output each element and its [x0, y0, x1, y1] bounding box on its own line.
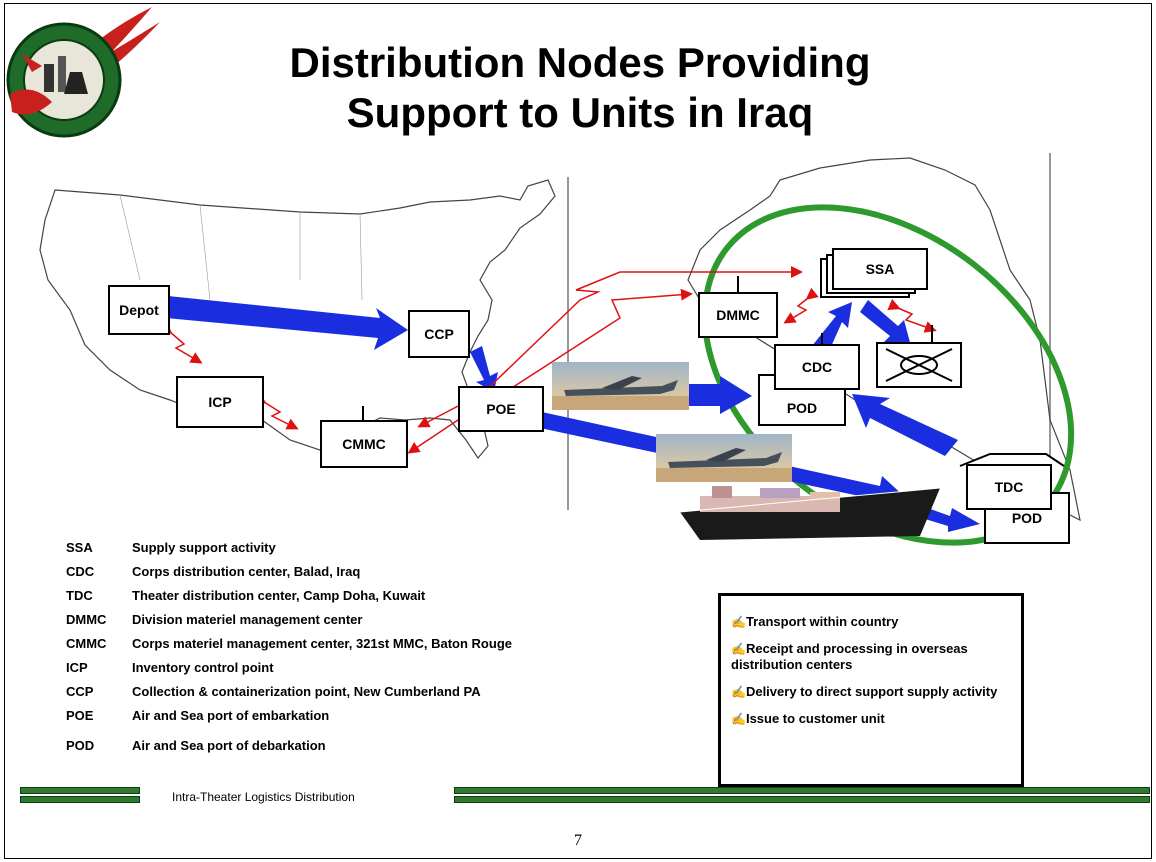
- legend-desc: Air and Sea port of debarkation: [132, 738, 326, 753]
- cargo-aircraft-icon: [656, 434, 792, 482]
- legend-row: SSA Supply support activity: [66, 540, 276, 555]
- footer-bar: [454, 796, 1150, 803]
- legend-desc: Inventory control point: [132, 660, 274, 675]
- page-number: 7: [574, 832, 582, 849]
- legend-abbr: CCP: [66, 684, 94, 699]
- legend-abbr: TDC: [66, 588, 93, 603]
- legend-row: TDC Theater distribution center, Camp Doh…: [66, 588, 425, 603]
- state-lines: [119, 194, 363, 301]
- footer-bar: [454, 787, 1150, 794]
- tdc-tent-roof: [959, 453, 1065, 467]
- poe-node: POE: [458, 386, 544, 432]
- info-links: [159, 266, 937, 454]
- ccp-node: CCP: [408, 310, 470, 358]
- check-mark-icon: ✍: [731, 685, 746, 699]
- legend-desc: Division materiel management center: [132, 612, 363, 627]
- cmmc-node: CMMC: [320, 420, 408, 468]
- legend-row: DMMC Division materiel management center: [66, 612, 362, 627]
- legend-abbr: ICP: [66, 660, 88, 675]
- task-text: Delivery to direct support supply activi…: [745, 684, 998, 699]
- footer-bar: [20, 787, 140, 794]
- legend-abbr: CMMC: [66, 636, 107, 651]
- flow-arrow-depot-ccp: [166, 296, 408, 350]
- ssa-node: SSA: [832, 248, 928, 290]
- title-line-2: Support to Units in Iraq: [346, 89, 814, 136]
- legend-row: CDC Corps distribution center, Balad, Ira…: [66, 564, 360, 579]
- cargo-aircraft-icon: [552, 362, 689, 410]
- legend-abbr: DMMC: [66, 612, 107, 627]
- legend-abbr: POD: [66, 738, 95, 753]
- legend-row: POD Air and Sea port of debarkation: [66, 738, 326, 753]
- page-title: Distribution Nodes Providing Support to …: [200, 38, 960, 138]
- flow-arrow-ccp-poe: [470, 346, 498, 392]
- legend-desc: Corps distribution center, Balad, Iraq: [132, 564, 361, 579]
- task-item: ✍Receipt and processing in overseas dist…: [731, 641, 1013, 673]
- legend-row: POE Air and Sea port of embarkation: [66, 708, 329, 723]
- check-mark-icon: ✍: [731, 642, 746, 656]
- task-text: Transport within country: [745, 614, 899, 629]
- flow-arrow-air-pod: [688, 376, 752, 414]
- footer-bar: [20, 796, 140, 803]
- flow-arrow-ssa-unit: [860, 300, 912, 350]
- task-item: ✍Delivery to direct support supply activ…: [731, 684, 1013, 700]
- node-antennas: [362, 276, 933, 422]
- cargo-ship-icon: [679, 486, 941, 540]
- cdc-node: CDC: [774, 344, 860, 390]
- infantry-unit-symbol-icon: [876, 342, 962, 388]
- legend-abbr: SSA: [66, 540, 93, 555]
- slide-frame: [4, 3, 1152, 859]
- task-text: Receipt and processing in overseas distr…: [731, 641, 968, 672]
- task-text: Issue to customer unit: [745, 711, 885, 726]
- legend-row: ICP Inventory control point: [66, 660, 274, 675]
- flow-arrow-tdc-pod: [852, 394, 958, 456]
- dmmc-node: DMMC: [698, 292, 778, 338]
- depot-node: Depot: [108, 285, 170, 335]
- army-science-board-seal-icon: [6, 7, 160, 138]
- legend-desc: Supply support activity: [132, 540, 276, 555]
- legend-row: CCP Collection & containerization point, …: [66, 684, 481, 699]
- legend-row: CMMC Corps materiel management center, 32…: [66, 636, 512, 651]
- task-item: ✍Transport within country: [731, 614, 1013, 630]
- tdc-node: TDC: [966, 464, 1052, 510]
- legend-desc: Collection & containerization point, New…: [132, 684, 481, 699]
- task-list-box: ✍Transport within country ✍Receipt and p…: [718, 593, 1024, 787]
- title-line-1: Distribution Nodes Providing: [289, 39, 871, 86]
- legend-desc: Corps materiel management center, 321st …: [132, 636, 512, 651]
- check-mark-icon: ✍: [731, 712, 746, 726]
- legend-abbr: CDC: [66, 564, 95, 579]
- icp-node: ICP: [176, 376, 264, 428]
- footer-label: Intra-Theater Logistics Distribution: [172, 790, 355, 804]
- legend-abbr: POE: [66, 708, 94, 723]
- task-item: ✍Issue to customer unit: [731, 711, 1013, 727]
- legend-desc: Theater distribution center, Camp Doha, …: [132, 588, 426, 603]
- legend-desc: Air and Sea port of embarkation: [132, 708, 330, 723]
- check-mark-icon: ✍: [731, 615, 746, 629]
